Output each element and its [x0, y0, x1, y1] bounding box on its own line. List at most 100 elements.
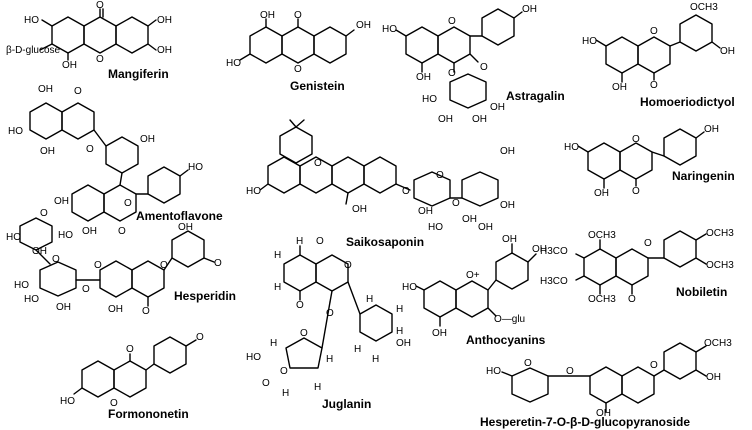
atom-label: HO [422, 94, 437, 105]
atom-label: OCH3 [588, 294, 616, 305]
compound-name-hesperetin-glucopyranoside: Hesperetin-7-O-β-D-glucopyranoside [480, 415, 690, 429]
atom-label: O [650, 360, 658, 371]
atom-label: OH [472, 114, 487, 125]
atom-label: H [396, 304, 403, 315]
atom-label: H [354, 344, 361, 355]
structure-homoeriodictyol: OCH3 OH HO O OH O Homoeriodictyol [582, 2, 735, 109]
structure-saikosaponin: O HO OH O O OH O OH HO OH OH OH Saikosap… [246, 119, 515, 249]
compound-name-amentoflavone: Amentoflavone [136, 209, 223, 223]
atom-label: O [94, 260, 102, 271]
atom-label: OH [704, 124, 719, 135]
structure-juglanin: H O H O H O H H O HO H O H O H H H OH H … [246, 236, 411, 411]
atom-label: OH [522, 4, 537, 15]
atom-label: O [452, 198, 460, 209]
atom-label: OH [32, 246, 47, 257]
atom-label: OH [720, 46, 735, 57]
atom-label: O [480, 62, 488, 73]
atom-label: OCH3 [704, 338, 732, 349]
compound-name-saikosaponin: Saikosaponin [346, 235, 424, 249]
atom-label: OH [500, 200, 515, 211]
atom-label: OH [594, 188, 609, 199]
atom-label: O [82, 284, 90, 295]
compound-name-genistein: Genistein [290, 79, 345, 93]
atom-label: OH [438, 114, 453, 125]
atom-label: O [280, 366, 288, 377]
atom-label: OH [500, 146, 515, 157]
atom-label: OH [490, 102, 505, 113]
atom-label: OH [356, 20, 371, 31]
atom-label: O [96, 54, 104, 65]
atom-label: HO [382, 24, 397, 35]
atom-label: O [262, 378, 270, 389]
atom-label: OH [157, 15, 172, 26]
atom-label: OH [40, 146, 55, 157]
atom-label: OH [396, 338, 411, 349]
atom-label: O—glu [494, 314, 525, 325]
atom-label: OH [462, 214, 477, 225]
atom-label: OH [706, 372, 721, 383]
atom-label: O [294, 64, 302, 75]
atom-label: HO [6, 232, 21, 243]
atom-label: OH [108, 304, 123, 315]
atom-label: HO [428, 222, 443, 233]
atom-label: HO [246, 186, 261, 197]
atom-label: HO [246, 352, 261, 363]
structure-anthocyanins: OH OH HO O+ OH O—glu Anthocyanins [402, 234, 547, 347]
atom-label: OH [62, 60, 77, 71]
compound-name-naringenin: Naringenin [672, 169, 735, 183]
compound-name-astragalin: Astragalin [506, 89, 565, 103]
atom-label: H [396, 326, 403, 337]
atom-label: O [314, 158, 322, 169]
atom-label: O+ [466, 270, 480, 281]
atom-label: OH [502, 234, 517, 245]
atom-label: O [74, 86, 82, 97]
atom-label: O [402, 186, 410, 197]
atom-label: HO [486, 366, 501, 377]
atom-label: O [632, 134, 640, 145]
atom-label: OH [140, 134, 155, 145]
atom-label: O [214, 258, 222, 269]
structure-astragalin: OH HO O OH O O HO OH OH OH Astragalin [382, 4, 565, 125]
atom-label: OH [260, 10, 275, 21]
atom-label: β-D-glucose [6, 45, 61, 56]
atom-label: HO [564, 142, 579, 153]
atom-label: O [142, 306, 150, 317]
structure-nobiletin: OCH3 H3CO OCH3 H3CO OCH3 OCH3 O O Nobile… [540, 228, 734, 305]
compound-name-nobiletin: Nobiletin [676, 285, 727, 299]
atom-label: OH [418, 206, 433, 217]
atom-label: O [160, 260, 168, 271]
atom-label: HO [582, 36, 597, 47]
atom-label: O [650, 80, 658, 91]
atom-label: OCH3 [588, 230, 616, 241]
atom-label: O [344, 260, 352, 271]
atom-label: OH [596, 408, 611, 419]
atom-label: OH [38, 84, 53, 95]
atom-label: HO [402, 282, 417, 293]
compound-name-homoeriodictyol: Homoeriodictyol [640, 95, 735, 109]
atom-label: OH [54, 196, 69, 207]
atom-label: O [316, 236, 324, 247]
atom-label: O [644, 238, 652, 249]
atom-label: H [314, 382, 321, 393]
atom-label: HO [8, 126, 23, 137]
atom-label: O [40, 208, 48, 219]
atom-label: H3CO [540, 246, 568, 257]
atom-label: O [96, 0, 104, 11]
atom-label: O [124, 198, 132, 209]
atom-label: H [274, 282, 281, 293]
atom-label: OH [432, 328, 447, 339]
atom-label: OH [82, 226, 97, 237]
atom-label: HO [226, 58, 241, 69]
atom-label: OH [612, 82, 627, 93]
compound-name-hesperidin: Hesperidin [174, 289, 236, 303]
atom-label: O [294, 10, 302, 21]
atom-label: O [524, 358, 532, 369]
atom-label: O [326, 308, 334, 319]
compound-name-anthocyanins: Anthocyanins [466, 333, 546, 347]
atom-label: OCH3 [706, 228, 734, 239]
atom-label: H [372, 354, 379, 365]
structure-hesperetin-glucopyranoside: OH OCH3 HO O O OH O Hesperetin-7-O-β-D-g… [480, 338, 732, 429]
structure-amentoflavone: OH O HO O OH OH OH OH O HO O Amentoflavo… [8, 84, 223, 237]
atom-label: O [566, 366, 574, 377]
atom-label: OCH3 [706, 260, 734, 271]
